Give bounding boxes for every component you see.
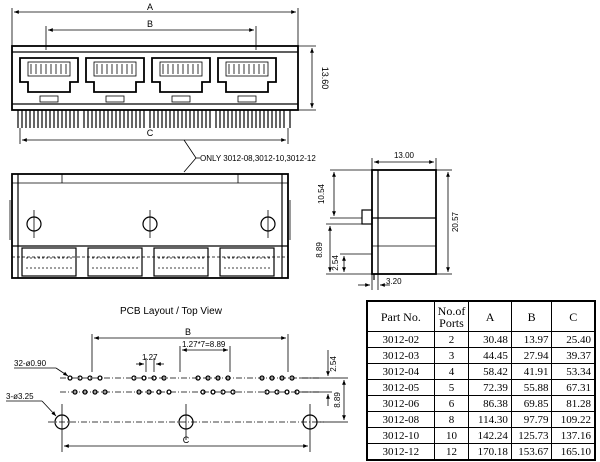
cell-ports: 4 xyxy=(433,363,470,380)
cell-b: 55.88 xyxy=(510,379,553,396)
cell-part-no: 3012-08 xyxy=(366,411,435,428)
cell-a: 142.24 xyxy=(468,427,512,444)
dim-height-label: 13.60 xyxy=(320,67,330,90)
pcb-small-holes-label: 32-ø0.90 xyxy=(14,359,47,368)
cell-b: 69.85 xyxy=(510,395,553,412)
cell-c: 39.37 xyxy=(551,347,596,364)
pcb-large-holes-label: 3-ø3.25 xyxy=(6,392,34,401)
table-header-row: Part No. No.of Ports A B C xyxy=(366,300,596,332)
dim-b-label: B xyxy=(147,19,153,29)
cell-part-no: 3012-06 xyxy=(366,395,435,412)
cell-b: 97.79 xyxy=(510,411,553,428)
pcb-dim-c-label: C xyxy=(183,435,190,445)
front-housing xyxy=(11,45,299,111)
cell-ports: 5 xyxy=(433,379,470,396)
cell-ports: 8 xyxy=(433,411,470,428)
front-pins xyxy=(17,110,291,128)
cell-c: 81.28 xyxy=(551,395,596,412)
cell-ports: 2 xyxy=(433,331,470,348)
cell-a: 30.48 xyxy=(468,331,512,348)
pcb-pitch-1-27: 1.27 xyxy=(142,353,158,362)
dim-a-label: A xyxy=(147,2,153,12)
cell-b: 41.91 xyxy=(510,363,553,380)
dim-c-label: C xyxy=(147,128,154,138)
cell-ports: 3 xyxy=(433,347,470,364)
bottom-view-body xyxy=(11,173,289,279)
cell-ports: 6 xyxy=(433,395,470,412)
header-c: C xyxy=(551,300,596,332)
cell-ports: 10 xyxy=(433,427,470,444)
cell-c: 53.34 xyxy=(551,363,596,380)
cell-part-no: 3012-03 xyxy=(366,347,435,364)
pcb-dim-8-89: 8.89 xyxy=(333,392,342,408)
rj45-port-4 xyxy=(217,57,277,103)
pcb-pitch-total: 1.27*7=8.89 xyxy=(182,340,226,349)
boss-center xyxy=(142,210,158,238)
pcb-small-holes xyxy=(60,375,320,395)
boss-right xyxy=(260,210,276,238)
pcb-dim-2-54: 2.54 xyxy=(329,356,338,372)
cell-a: 58.42 xyxy=(468,363,512,380)
front-view: A B xyxy=(11,2,330,173)
dim-10-54-label: 10.54 xyxy=(317,183,326,204)
rj45-port-2 xyxy=(85,57,145,103)
cell-a: 72.39 xyxy=(468,379,512,396)
cell-part-no: 3012-02 xyxy=(366,331,435,348)
header-ports: No.of Ports xyxy=(433,300,470,332)
cell-a: 44.45 xyxy=(468,347,512,364)
dim-3-20-label: 3.20 xyxy=(386,277,402,286)
rj45-port-3 xyxy=(151,57,211,103)
bottom-view xyxy=(9,173,291,279)
dim-8-89-label: 8.89 xyxy=(315,242,324,258)
cell-c: 165.10 xyxy=(551,443,596,461)
side-view: 13.00 10.54 20.57 8.89 2.54 3.20 xyxy=(315,151,460,290)
cell-ports: 12 xyxy=(433,443,470,461)
cell-c: 67.31 xyxy=(551,379,596,396)
cell-b: 125.73 xyxy=(510,427,553,444)
cell-part-no: 3012-12 xyxy=(366,443,435,461)
port-slots xyxy=(21,247,275,277)
dim-2-54-label: 2.54 xyxy=(331,255,340,271)
cell-part-no: 3012-05 xyxy=(366,379,435,396)
side-body xyxy=(371,169,437,275)
header-a: A xyxy=(468,300,512,332)
header-b: B xyxy=(510,300,553,332)
cell-part-no: 3012-10 xyxy=(366,427,435,444)
header-part-no: Part No. xyxy=(366,300,435,332)
dim-width-label: 13.00 xyxy=(394,151,415,160)
cell-b: 153.67 xyxy=(510,443,553,461)
pcb-layout: PCB Layout / Top View B 1.27*7=8.89 1.27 xyxy=(6,306,348,452)
only-note: ONLY 3012-08,3012-10,3012-12 xyxy=(200,154,316,163)
side-boss xyxy=(361,209,373,225)
cell-part-no: 3012-04 xyxy=(366,363,435,380)
pcb-large-holes xyxy=(48,404,324,452)
pcb-title: PCB Layout / Top View xyxy=(120,306,223,317)
cell-c: 137.16 xyxy=(551,427,596,444)
cell-b: 27.94 xyxy=(510,347,553,364)
cell-a: 114.30 xyxy=(468,411,512,428)
cell-a: 170.18 xyxy=(468,443,512,461)
rj45-port-1 xyxy=(19,57,79,103)
cell-c: 25.40 xyxy=(551,331,596,348)
cell-b: 13.97 xyxy=(510,331,553,348)
pcb-dim-b-label: B xyxy=(185,327,191,337)
boss-left xyxy=(26,210,42,238)
cell-a: 86.38 xyxy=(468,395,512,412)
cell-c: 109.22 xyxy=(551,411,596,428)
dim-20-57-label: 20.57 xyxy=(451,211,460,232)
